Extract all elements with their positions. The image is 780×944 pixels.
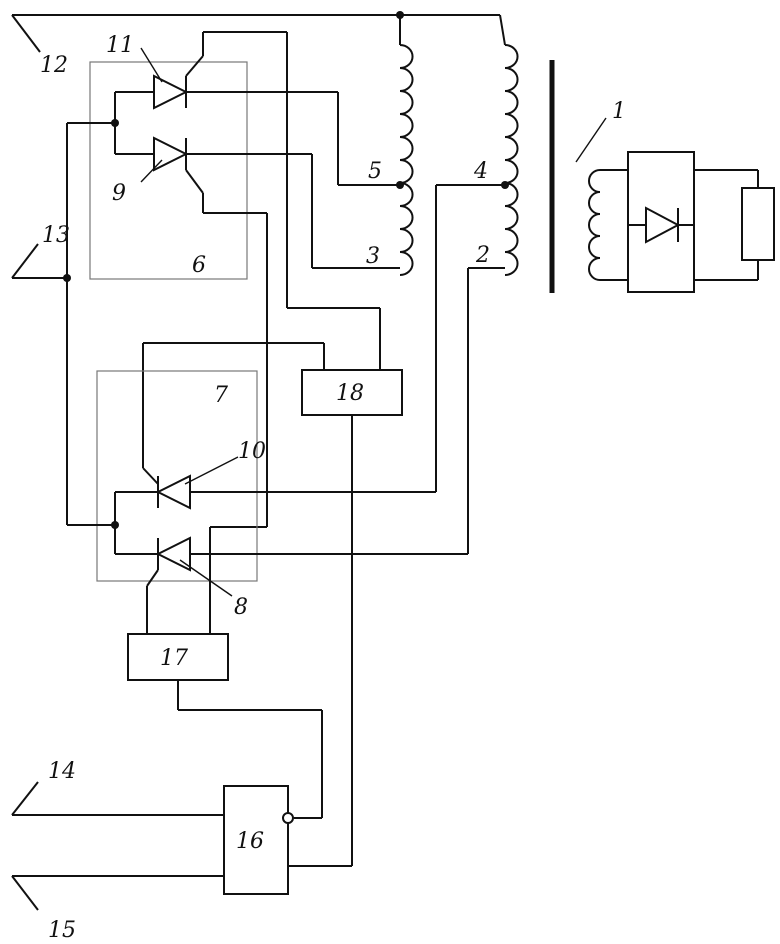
block-18-wiring bbox=[142, 342, 353, 867]
leader-8 bbox=[179, 559, 233, 597]
terminal-14 bbox=[11, 781, 224, 816]
load-resistor bbox=[741, 187, 775, 261]
thyristor-11 bbox=[153, 32, 204, 110]
leader-10 bbox=[184, 456, 239, 485]
label-7: 7 bbox=[214, 383, 228, 408]
label-17: 17 bbox=[160, 646, 188, 671]
terminal-15 bbox=[11, 875, 224, 911]
label-10: 10 bbox=[238, 439, 266, 464]
thyristor-8 bbox=[146, 536, 191, 634]
terminal-12 bbox=[11, 14, 500, 53]
label-6: 6 bbox=[192, 253, 206, 278]
label-14: 14 bbox=[48, 759, 76, 784]
module-7-box bbox=[96, 370, 258, 582]
module-6-wiring bbox=[63, 31, 400, 528]
leader-11 bbox=[140, 47, 163, 83]
label-4: 4 bbox=[473, 159, 488, 184]
thyristor-10 bbox=[155, 474, 191, 510]
module-7-wiring bbox=[67, 184, 505, 634]
block-17-wiring bbox=[177, 680, 323, 819]
label-5: 5 bbox=[368, 159, 382, 184]
label-9: 9 bbox=[112, 181, 126, 206]
junction-dot bbox=[396, 11, 404, 19]
transformer-primary-winding bbox=[396, 11, 414, 276]
label-2: 2 bbox=[475, 243, 490, 268]
block-17 bbox=[127, 633, 229, 681]
transformer-secondary-winding bbox=[499, 14, 519, 276]
label-11: 11 bbox=[106, 33, 134, 58]
thyristor-9 bbox=[153, 136, 204, 213]
diode-icon bbox=[645, 206, 681, 244]
label-3: 3 bbox=[366, 244, 380, 269]
label-12: 12 bbox=[40, 53, 68, 78]
leader-9 bbox=[140, 159, 163, 183]
label-16: 16 bbox=[236, 829, 264, 854]
label-8: 8 bbox=[234, 595, 248, 620]
terminal-13 bbox=[11, 243, 67, 279]
output-circuit bbox=[588, 151, 775, 293]
label-1: 1 bbox=[612, 99, 626, 124]
label-15: 15 bbox=[48, 918, 76, 943]
block-16 bbox=[223, 785, 289, 895]
module-6-box bbox=[89, 61, 248, 280]
label-13: 13 bbox=[42, 223, 70, 248]
label-18: 18 bbox=[336, 381, 364, 406]
leader-1 bbox=[575, 117, 607, 163]
inverter-bubble bbox=[282, 812, 294, 824]
